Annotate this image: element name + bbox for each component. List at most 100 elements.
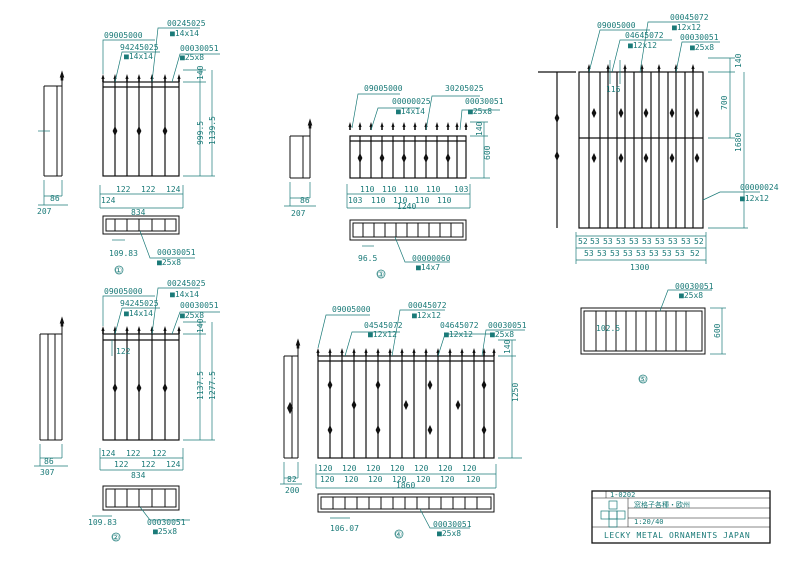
- d4-code-b-size: ■12x12: [412, 311, 441, 320]
- d2-code-d-size: ■25x8: [180, 311, 204, 320]
- d1-code-c: 94245025: [120, 43, 159, 52]
- d1-label: ①: [115, 266, 122, 275]
- d1-code-d: 00030051: [180, 44, 219, 53]
- d4-code-c-size: ■12x12: [368, 330, 397, 339]
- d4-w-10: 120: [368, 475, 383, 484]
- side-view-2: [39, 317, 65, 441]
- d3-h2: 600: [483, 145, 492, 160]
- d1-code-a-size: ■14x14: [170, 29, 199, 38]
- d1-total: 834: [131, 208, 146, 217]
- d4-w-3: 120: [366, 464, 381, 473]
- d5-r2-6: 53: [662, 249, 672, 258]
- d5-code-c-size: ■12x12: [628, 41, 657, 50]
- d5-r1-1: 53: [590, 237, 600, 246]
- d2-h2: 1137.5: [196, 371, 205, 400]
- d1-w-a: 122: [116, 185, 131, 194]
- d2-total: 834: [131, 471, 146, 480]
- drawing-4: 82 200: [280, 301, 527, 539]
- d3-side-width: 86: [300, 196, 310, 205]
- d4-w-5: 120: [414, 464, 429, 473]
- d2-top-w: 122: [116, 347, 131, 356]
- d5-r2-4: 53: [636, 249, 646, 258]
- d5-code-d: 00030051: [680, 33, 719, 42]
- d2-w-d2: 122: [141, 460, 156, 469]
- d3-code-d: 00030051: [465, 97, 504, 106]
- d3-w-f: 103: [348, 196, 363, 205]
- d1-w-c: 124: [166, 185, 181, 194]
- d4-code-d-size: ■12x12: [444, 330, 473, 339]
- d1-side-width: 86: [50, 194, 60, 203]
- company-name: LECKY METAL ORNAMENTS JAPAN: [604, 531, 750, 540]
- d4-w-14: 120: [466, 475, 481, 484]
- front-view-5: [578, 71, 704, 229]
- side-view-3: [289, 119, 313, 179]
- d4-w-8: 120: [320, 475, 335, 484]
- d5-code-f: 00030051: [675, 282, 714, 291]
- d1-h1: 140: [196, 65, 205, 80]
- d5-h2: 700: [720, 95, 729, 110]
- d4-w-4: 120: [390, 464, 405, 473]
- d5-r2-0: 53: [584, 249, 594, 258]
- d4-w-12: 120: [416, 475, 431, 484]
- d3-w-j: 110: [437, 196, 452, 205]
- drawing-scale: 1:20/40: [634, 518, 664, 526]
- d5-r1-3: 53: [616, 237, 626, 246]
- d5-r2-5: 53: [649, 249, 659, 258]
- d2-code-e: 00030051: [147, 518, 186, 527]
- d3-w-i: 110: [415, 196, 430, 205]
- d5-code-e: 00000024: [740, 183, 779, 192]
- d3-total: 1240: [397, 202, 416, 211]
- d5-base: 102.5: [596, 324, 620, 333]
- plan-view-3: [349, 219, 467, 241]
- d5-plan-h: 600: [713, 323, 722, 338]
- d4-w-11: 120: [392, 475, 407, 484]
- d5-r1-6: 53: [655, 237, 665, 246]
- d4-code-f: 00030051: [433, 520, 472, 529]
- d4-code-b: 00045072: [408, 301, 447, 310]
- d5-h1: 140: [734, 53, 743, 68]
- d4-total: 1860: [396, 481, 415, 490]
- d2-code-c-size: ■14x14: [124, 309, 153, 318]
- d1-h2: 999.5: [196, 121, 205, 145]
- d3-w-e: 103: [454, 185, 469, 194]
- d3-code-e-size: ■14x7: [416, 263, 440, 272]
- d3-code-b-size: ■14x14: [396, 107, 425, 116]
- d5-r1-9: 52: [694, 237, 704, 246]
- d1-base: 109.83: [109, 249, 138, 258]
- d5-r2-1: 53: [597, 249, 607, 258]
- d5-r1-0: 52: [578, 237, 588, 246]
- d5-r1-2: 53: [603, 237, 613, 246]
- d2-code-a: 00245025: [167, 279, 206, 288]
- plan-view-2: [102, 485, 180, 511]
- plan-view-1: [102, 215, 180, 235]
- d5-code-e-size: ■12x12: [740, 194, 769, 203]
- d5-code-a: 09005000: [597, 21, 636, 30]
- d1-code-b: 09005000: [104, 31, 143, 40]
- plan-view-4: [317, 493, 495, 513]
- d4-w-1: 120: [318, 464, 333, 473]
- side-view-4: [283, 339, 301, 459]
- d2-code-b: 09005000: [104, 287, 143, 296]
- d2-code-d: 00030051: [180, 301, 219, 310]
- d5-r2-8: 52: [690, 249, 700, 258]
- d5-h3: 1680: [734, 133, 743, 152]
- d2-label: ②: [112, 533, 119, 542]
- d1-code-e-size: ■25x8: [157, 258, 181, 267]
- d4-code-e: 00030051: [488, 321, 527, 330]
- d4-code-d: 04645072: [440, 321, 479, 330]
- d4-base: 106.07: [330, 524, 359, 533]
- d5-code-c: 04645072: [625, 31, 664, 40]
- d3-h1: 140: [475, 121, 484, 136]
- d1-w-d: 124: [101, 196, 116, 205]
- d5-top: 116: [606, 85, 621, 94]
- d5-code-b-size: ■12x12: [672, 23, 701, 32]
- d4-code-e-size: ■25x8: [490, 330, 514, 339]
- d2-side-width: 86: [44, 457, 54, 466]
- d2-w-b: 122: [126, 449, 141, 458]
- d1-code-a: 00245025: [167, 19, 206, 28]
- drawing-title: 窓格子各種・欧州: [634, 500, 690, 509]
- side-view-5: [538, 71, 576, 228]
- drawing-1: 86 207: [37, 19, 220, 275]
